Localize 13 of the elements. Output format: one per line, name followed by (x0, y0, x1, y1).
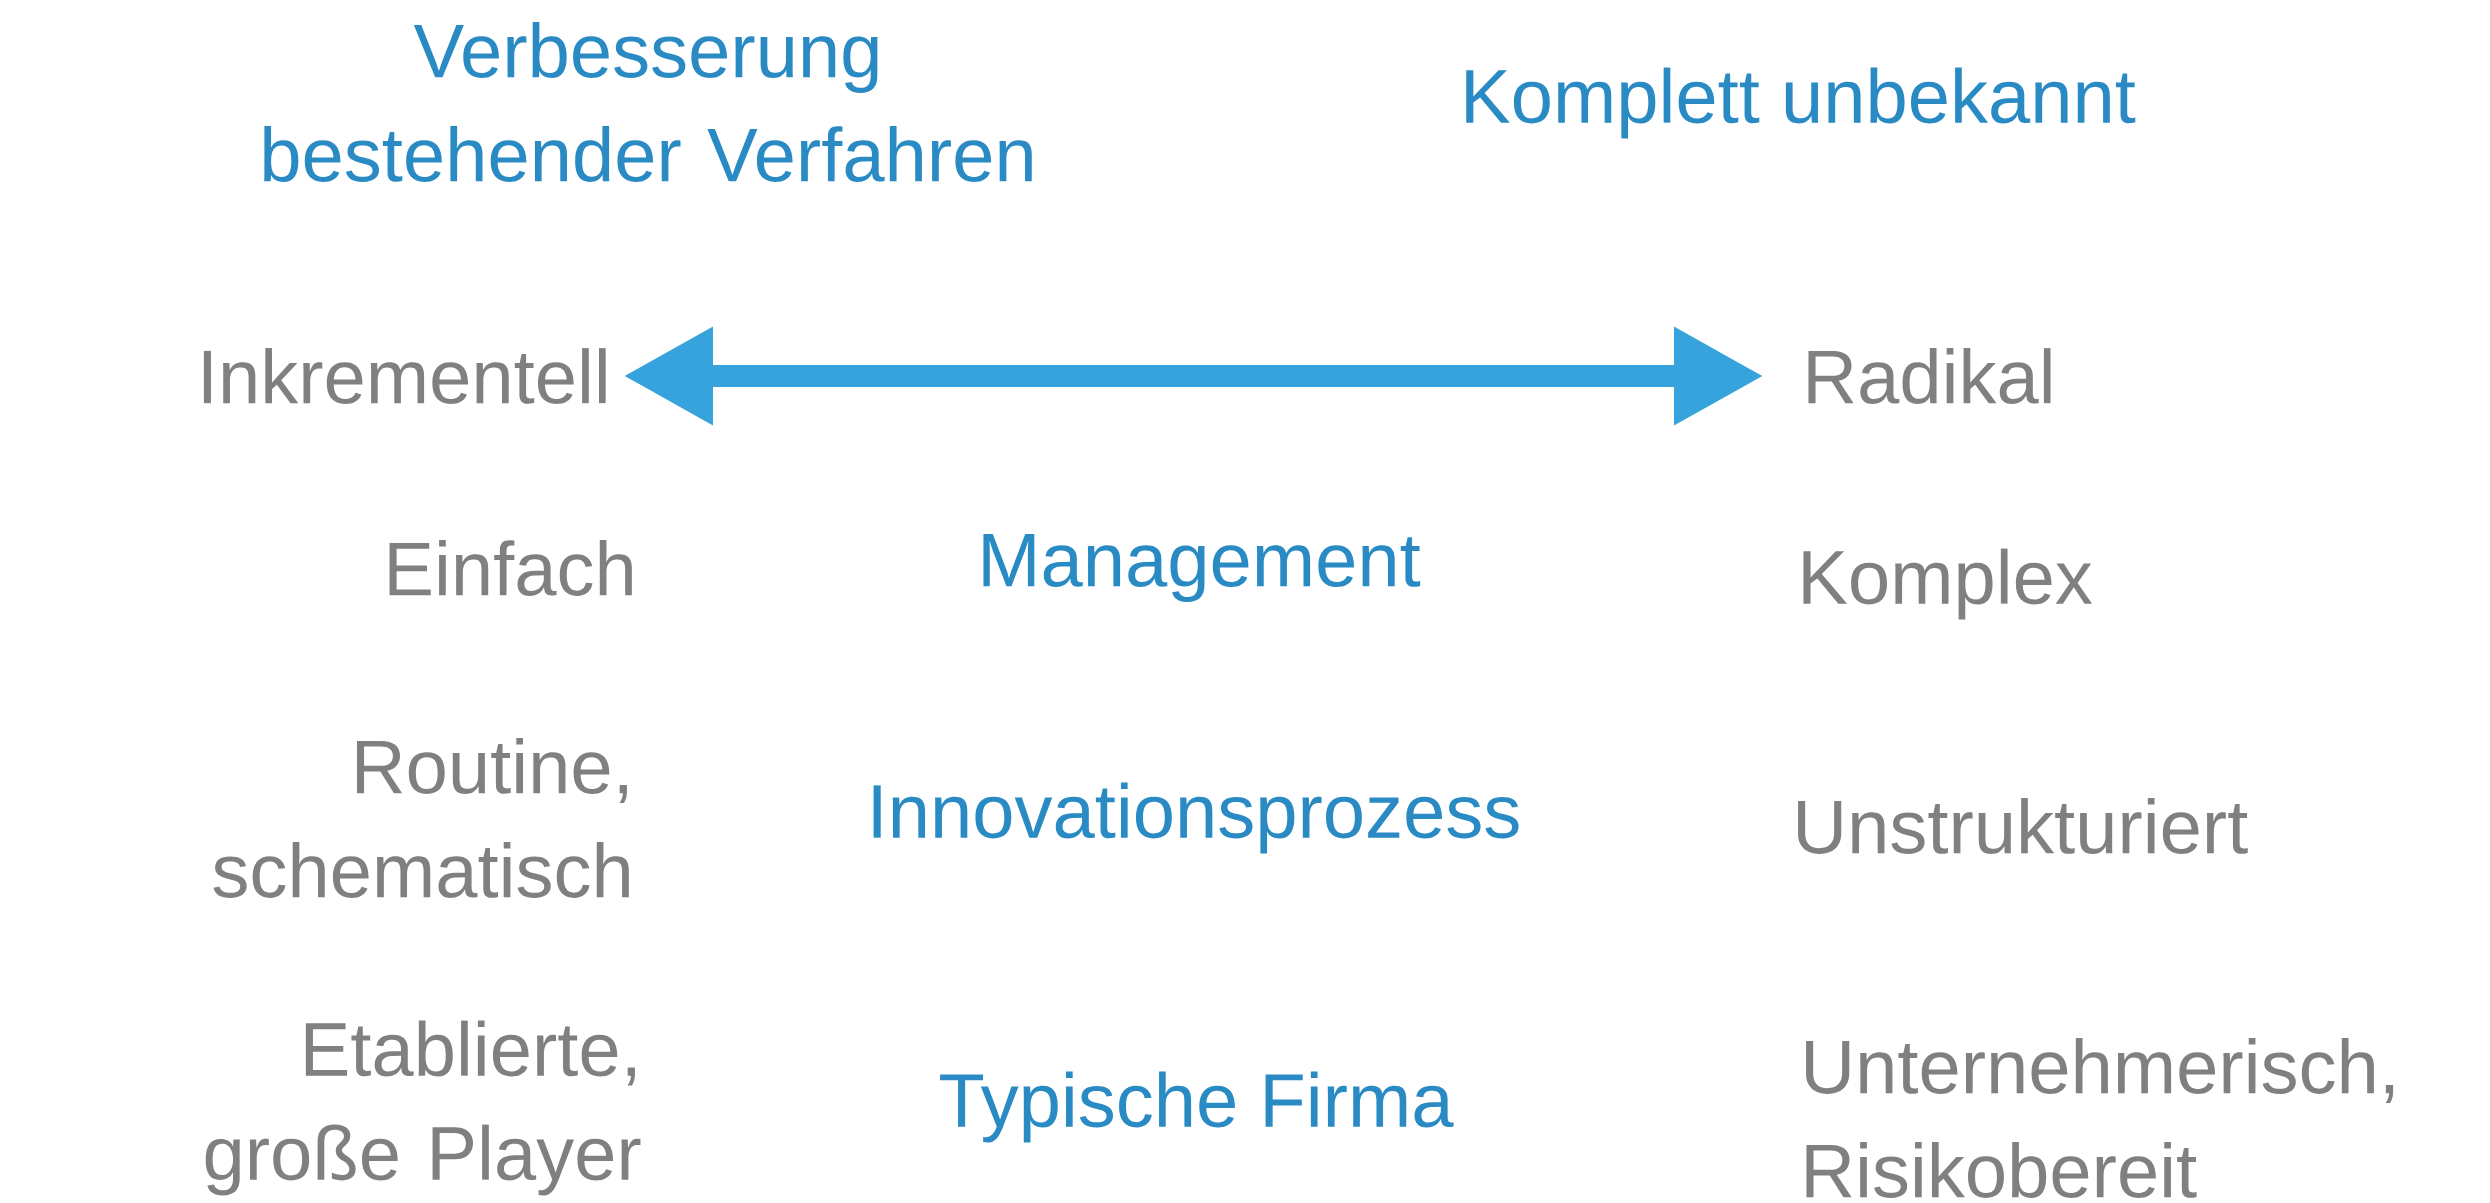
scale-end-label: Radikal (1808, 348, 2051, 404)
row-label: Etablierte, große Player (205, 1020, 641, 1196)
row-label: Komplex (1803, 548, 2093, 620)
row-label: Unstrukturiert (1798, 798, 2248, 854)
row-label: Routine, schematisch (213, 738, 629, 898)
category-label: Management (983, 534, 1421, 603)
row-label: Unternehmerisch, Risikobereit (1806, 1038, 2394, 1198)
category-label: Innovationsprozess (873, 782, 1519, 854)
heading-text: Komplett unbekannt (1466, 67, 2136, 139)
scale-end-label: Inkrementell (203, 348, 606, 404)
heading-text: Verbesserung bestehender Verfahren (264, 22, 1032, 182)
row-label: Einfach (389, 540, 632, 596)
category-label: Typische Firma (940, 1071, 1454, 1143)
